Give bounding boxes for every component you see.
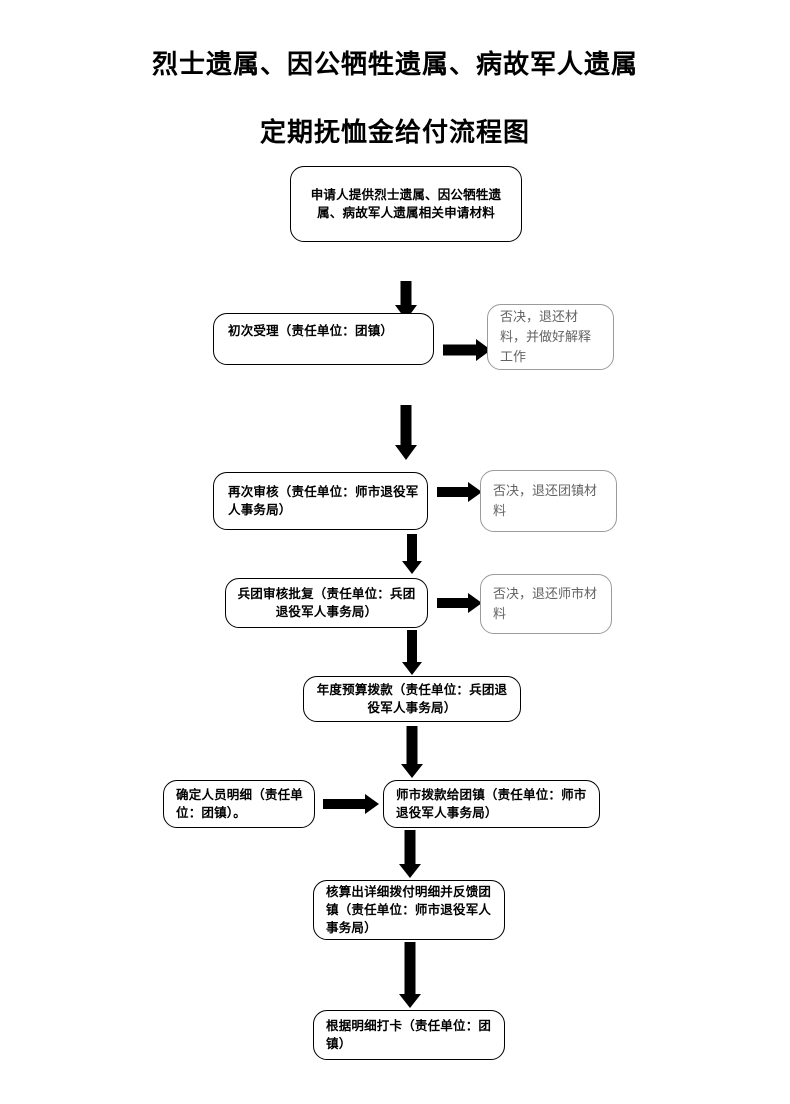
- node-second-review[interactable]: 再次审核（责任单位：师市退役军人事务局）: [213, 472, 428, 530]
- node-label: 初次受理（责任单位：团镇）: [228, 324, 394, 338]
- node-label: 根据明细打卡（责任单位：团镇）: [326, 1018, 492, 1051]
- node-card-payout[interactable]: 根据明细打卡（责任单位：团镇）: [313, 1010, 505, 1060]
- arrow-first-accept-to-second-review: [393, 405, 419, 460]
- node-label: 再次审核（责任单位：师市退役军人事务局）: [228, 484, 419, 517]
- arrow-head: [401, 764, 423, 778]
- arrow-head: [399, 994, 421, 1008]
- page-title-line-2: 定期抚恤金给付流程图: [259, 117, 530, 147]
- node-applicant-materials[interactable]: 申请人提供烈士遗属、因公牺牲遗属、病故军人遗属相关申请材料: [290, 166, 522, 242]
- node-reject-return-to-regiment[interactable]: 否决，退还团镇材料: [480, 470, 617, 532]
- arrow-shaft: [407, 534, 417, 562]
- arrow-city-allocate-to-detail-feedback: [398, 830, 422, 878]
- node-label: 年度预算拨款（责任单位：兵团退役军人事务局）: [316, 682, 508, 715]
- arrow-shaft: [323, 799, 365, 809]
- arrow-head: [468, 482, 482, 502]
- node-annual-budget-allocation[interactable]: 年度预算拨款（责任单位：兵团退役军人事务局）: [303, 676, 521, 722]
- node-label: 确定人员明细（责任单位：团镇）。: [176, 787, 304, 820]
- node-label: 师市拨款给团镇（责任单位：师市退役军人事务局）: [396, 787, 587, 820]
- node-confirm-personnel-roster[interactable]: 确定人员明细（责任单位：团镇）。: [163, 780, 315, 828]
- node-calculate-payment-details[interactable]: 核算出详细拨付明细并反馈团镇（责任单位：师市退役军人事务局）: [313, 880, 505, 940]
- arrow-shaft: [406, 726, 418, 765]
- node-label: 否决，退还团镇材料: [493, 482, 598, 518]
- arrow-corps-approve-to-reject-3: [437, 592, 482, 614]
- arrow-detail-feedback-to-card-payout: [398, 942, 422, 1008]
- arrow-second-review-to-corps-approve: [400, 534, 424, 574]
- arrow-shaft: [404, 830, 416, 865]
- node-reject-return-to-city[interactable]: 否决，退还师市材料: [480, 574, 612, 634]
- node-label: 否决，退还材料，并做好解释工作: [500, 308, 592, 365]
- arrow-head: [468, 593, 482, 613]
- node-city-allocate-to-regiment[interactable]: 师市拨款给团镇（责任单位：师市退役军人事务局）: [383, 780, 600, 828]
- arrow-confirm-roster-to-city-allocate: [323, 793, 379, 815]
- node-reject-return-materials[interactable]: 否决，退还材料，并做好解释工作: [487, 304, 614, 370]
- arrow-shaft: [400, 281, 412, 306]
- arrow-shaft: [407, 630, 417, 663]
- arrow-head: [402, 662, 422, 675]
- node-first-acceptance[interactable]: 初次受理（责任单位：团镇）: [213, 313, 434, 365]
- node-label: 否决，退还师市材料: [493, 585, 598, 621]
- node-label: 核算出详细拨付明细并反馈团镇（责任单位：师市退役军人事务局）: [326, 884, 492, 936]
- arrow-annual-budget-to-city-allocate: [400, 726, 424, 778]
- node-label: 兵团审核批复（责任单位：兵团退役军人事务局）: [237, 586, 416, 619]
- node-corps-review-approval[interactable]: 兵团审核批复（责任单位：兵团退役军人事务局）: [225, 578, 428, 628]
- arrow-second-review-to-reject-2: [437, 481, 482, 503]
- arrow-head: [402, 561, 422, 574]
- arrow-head: [399, 864, 421, 878]
- arrow-first-accept-to-reject-1: [443, 338, 491, 362]
- arrow-shaft: [437, 487, 469, 497]
- arrow-shaft: [404, 942, 416, 994]
- arrow-corps-approve-to-annual-budget: [400, 630, 424, 675]
- arrow-head: [395, 445, 417, 460]
- arrow-shaft: [400, 405, 412, 446]
- node-label: 申请人提供烈士遗属、因公牺牲遗属、病故军人遗属相关申请材料: [310, 187, 502, 220]
- arrow-shaft: [437, 598, 469, 608]
- arrow-shaft: [443, 344, 477, 356]
- arrow-head: [365, 794, 379, 814]
- page-title-line-1: 烈士遗属、因公牺牲遗属、病故军人遗属: [151, 49, 638, 79]
